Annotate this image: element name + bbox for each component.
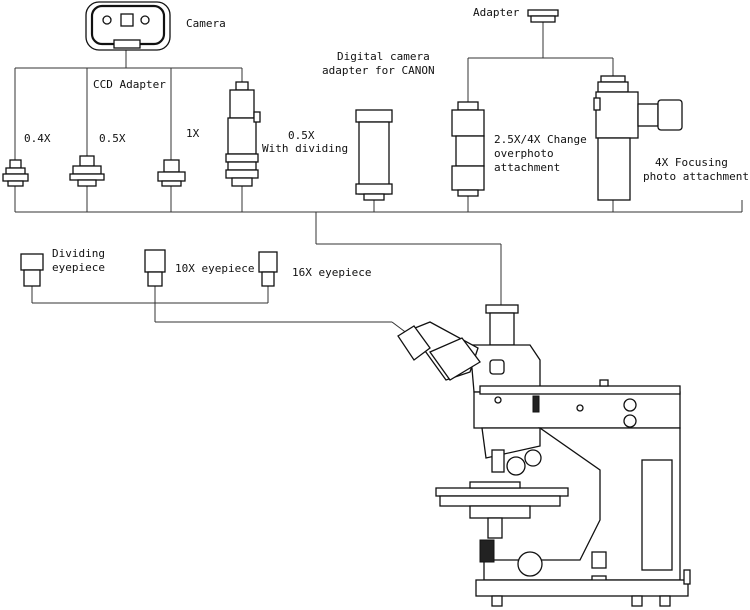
adapter-top-label: Adapter bbox=[473, 6, 520, 19]
adapter-04x-label: 0.4X bbox=[24, 132, 51, 145]
ccd-adapter-label: CCD Adapter bbox=[93, 78, 166, 91]
digital-camera-label-2: adapter for CANON bbox=[322, 64, 435, 77]
dividing-eyepiece-image bbox=[20, 253, 44, 287]
adapter-05x-image bbox=[69, 155, 105, 187]
adapter-05x-label: 0.5X bbox=[99, 132, 126, 145]
camera-label: Camera bbox=[186, 17, 226, 30]
adapter-1x-image bbox=[157, 159, 186, 187]
adapter-05x-dividing-label-1: 0.5X bbox=[288, 129, 315, 142]
change-overphoto-label-2: overphoto bbox=[494, 147, 554, 160]
adapter-04x-image bbox=[2, 159, 29, 187]
adapter-05x-dividing-image bbox=[225, 81, 261, 187]
digital-camera-adapter-image bbox=[355, 109, 393, 201]
focusing-attachment-label-2: photo attachment bbox=[643, 170, 749, 183]
dividing-eyepiece-label-1: Dividing bbox=[52, 247, 105, 260]
eyepiece-10x-image bbox=[144, 249, 166, 287]
adapter-1x-label: 1X bbox=[186, 127, 200, 140]
connector-lines bbox=[14, 22, 743, 335]
camera-image bbox=[85, 1, 171, 51]
change-overphoto-label-3: attachment bbox=[494, 161, 560, 174]
digital-camera-label-1: Digital camera bbox=[337, 50, 430, 63]
adapter-top-image bbox=[527, 9, 559, 23]
dividing-eyepiece-label-2: eyepiece bbox=[52, 261, 105, 274]
focusing-attachment-label-1: 4X Focusing bbox=[655, 156, 728, 169]
eyepiece-16x-image bbox=[258, 251, 278, 287]
focusing-attachment-image bbox=[593, 75, 683, 201]
eyepiece-16x-label: 16X eyepiece bbox=[292, 266, 371, 279]
microscope-image bbox=[397, 304, 691, 607]
change-overphoto-image bbox=[451, 101, 485, 197]
eyepiece-10x-label: 10X eyepiece bbox=[175, 262, 254, 275]
change-overphoto-label-1: 2.5X/4X Change bbox=[494, 133, 587, 146]
adapter-05x-dividing-label-2: With dividing bbox=[262, 142, 348, 155]
